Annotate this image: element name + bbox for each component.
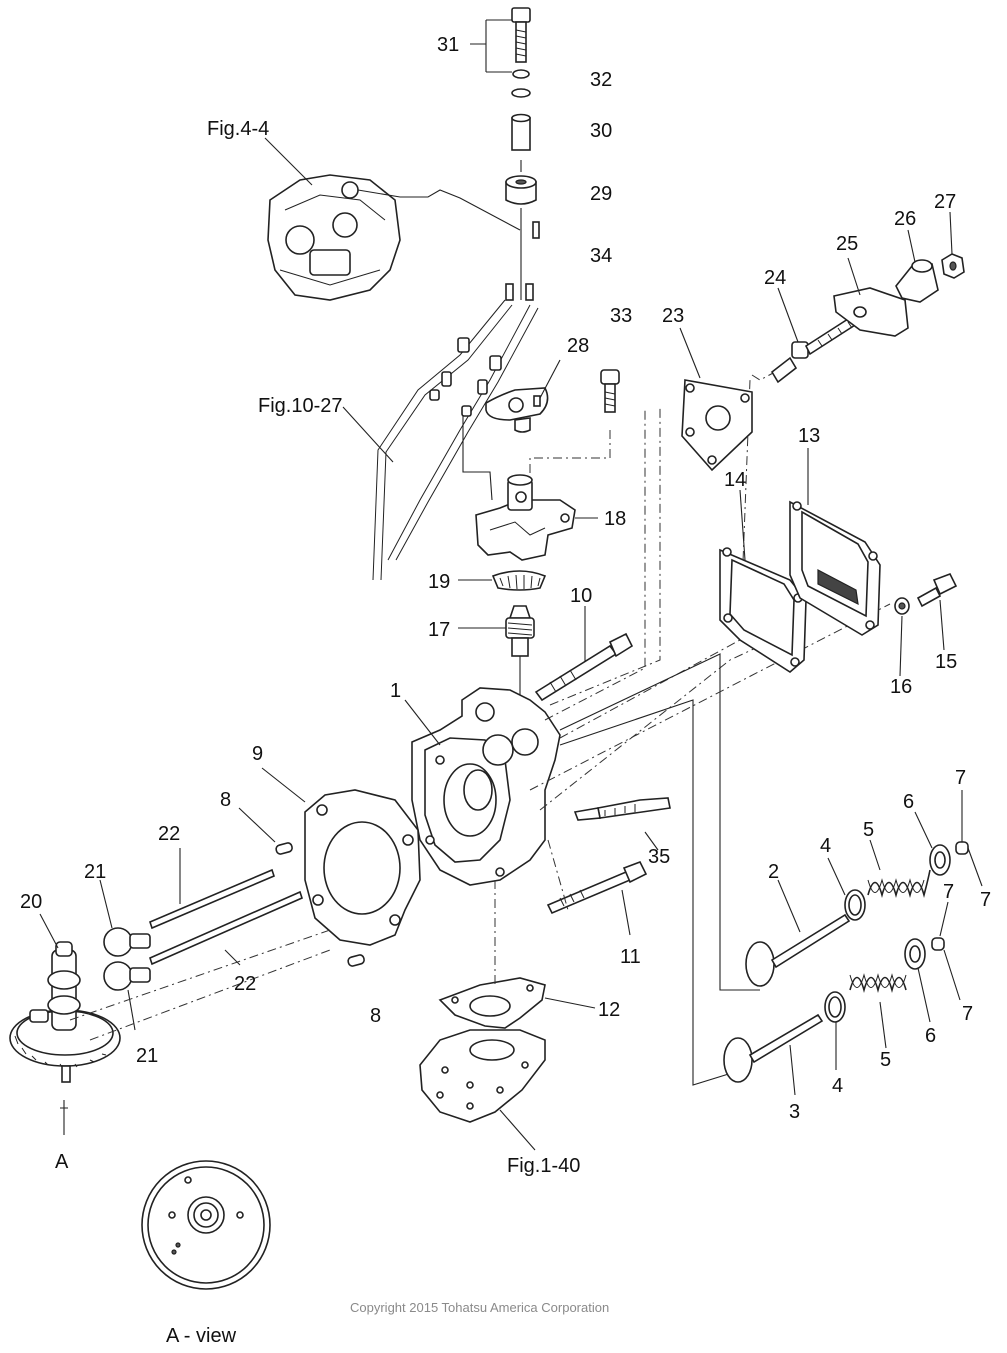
- nut-27: [941, 253, 965, 279]
- callout-31: 31: [437, 34, 459, 56]
- camshaft-20: [9, 929, 331, 1083]
- callout-17: 17: [428, 619, 450, 641]
- washer-16: [894, 597, 910, 615]
- dowel-pin-8-lower: [347, 954, 365, 967]
- callout-14: 14: [724, 469, 746, 491]
- callout-21-b: 21: [136, 1045, 158, 1067]
- callout-4-a: 4: [820, 835, 831, 857]
- washer-32: [511, 69, 531, 98]
- valve-cotter-7-lower: [931, 937, 945, 951]
- callout-30: 30: [590, 120, 612, 142]
- link-29: [505, 160, 537, 205]
- callout-7-a: 7: [955, 767, 966, 789]
- push-rods-22: [149, 868, 303, 966]
- crankcase-cover: [419, 1029, 546, 1123]
- callout-6-b: 6: [925, 1025, 936, 1047]
- knob-26: [895, 259, 939, 303]
- pin-34: [520, 208, 540, 300]
- callout-25: 25: [836, 233, 858, 255]
- intake-valve-2: [745, 913, 851, 987]
- cylinder-head-1: [411, 687, 561, 886]
- gasket-9: [304, 789, 421, 946]
- callout-8-a: 8: [220, 789, 231, 811]
- callout-10: 10: [570, 585, 592, 607]
- callout-12: 12: [598, 999, 620, 1021]
- callout-22-a: 22: [158, 823, 180, 845]
- callout-1: 1: [390, 680, 401, 702]
- gasket-12: [438, 977, 546, 1029]
- callout-11: 11: [620, 946, 641, 968]
- valve-spring-5-upper: [867, 869, 931, 899]
- plate-28: [485, 387, 549, 433]
- spark-plug-35: [573, 797, 671, 821]
- callout-21-a: 21: [84, 861, 106, 883]
- tappet-21-upper: [103, 927, 151, 957]
- callout-2: 2: [768, 861, 779, 883]
- callout-13: 13: [798, 425, 820, 447]
- ref-carburetor: Fig.4-4: [207, 118, 269, 140]
- callout-27: 27: [934, 191, 956, 213]
- tappet-21-lower: [103, 961, 151, 991]
- sender-17: [505, 605, 535, 700]
- exhaust-valve-3: [723, 1013, 824, 1083]
- cover-gasket-14: [719, 547, 807, 673]
- callout-16: 16: [890, 676, 912, 698]
- dowel-pin-8-upper: [275, 842, 293, 855]
- a-view-inset: [141, 1160, 271, 1290]
- bolt-31: [511, 7, 531, 63]
- callout-22-b: 22: [234, 973, 256, 995]
- collar-30: [511, 113, 531, 151]
- callout-29: 29: [590, 183, 612, 205]
- seal-4-lower: [824, 991, 846, 1023]
- callout-33: 33: [610, 305, 632, 327]
- a-view-label: A - view: [166, 1325, 237, 1347]
- callout-A: A: [55, 1151, 69, 1173]
- callout-6-a: 6: [903, 791, 914, 813]
- ref-fuel-lines: Fig.10-27: [258, 395, 343, 417]
- callout-3: 3: [789, 1101, 800, 1123]
- callout-18: 18: [604, 508, 626, 530]
- valve-spring-5-lower: [849, 973, 907, 993]
- bolt-10: [534, 632, 634, 702]
- callout-26: 26: [894, 208, 916, 230]
- carburetor-assembly: [267, 174, 521, 301]
- callout-4-b: 4: [832, 1075, 843, 1097]
- gear-19: [491, 570, 547, 591]
- callout-24: 24: [764, 267, 786, 289]
- callout-28: 28: [567, 335, 589, 357]
- copyright-notice: Copyright 2015 Tohatsu America Corporati…: [350, 1300, 609, 1315]
- valve-cover-13: [789, 500, 881, 636]
- callout-20: 20: [20, 891, 42, 913]
- callout-9: 9: [252, 743, 263, 765]
- bolt-11: [546, 839, 648, 915]
- callout-7-c: 7: [943, 881, 954, 903]
- callout-5-a: 5: [863, 819, 874, 841]
- callout-32: 32: [590, 69, 612, 91]
- callout-35: 35: [648, 846, 670, 868]
- plate-25: [833, 287, 909, 337]
- bracket-18: [475, 474, 576, 561]
- callout-5-b: 5: [880, 1049, 891, 1071]
- spring-retainer-6-lower: [904, 938, 926, 970]
- callout-19: 19: [428, 571, 450, 593]
- callout-34: 34: [590, 245, 612, 267]
- fuel-lines: [372, 283, 539, 581]
- ref-crankcase: Fig.1-40: [507, 1155, 580, 1177]
- plate-23: [681, 379, 753, 472]
- bolt-15: [916, 572, 958, 608]
- callout-7-b: 7: [980, 889, 991, 911]
- callout-8-b: 8: [370, 1005, 381, 1027]
- callout-7-d: 7: [962, 1003, 973, 1025]
- valve-cotter-7-upper: [955, 841, 969, 855]
- bolt-33: [529, 369, 620, 478]
- callout-15: 15: [935, 651, 957, 673]
- callout-23: 23: [662, 305, 684, 327]
- spring-retainer-6-upper: [929, 844, 951, 876]
- seal-4-upper: [844, 889, 866, 921]
